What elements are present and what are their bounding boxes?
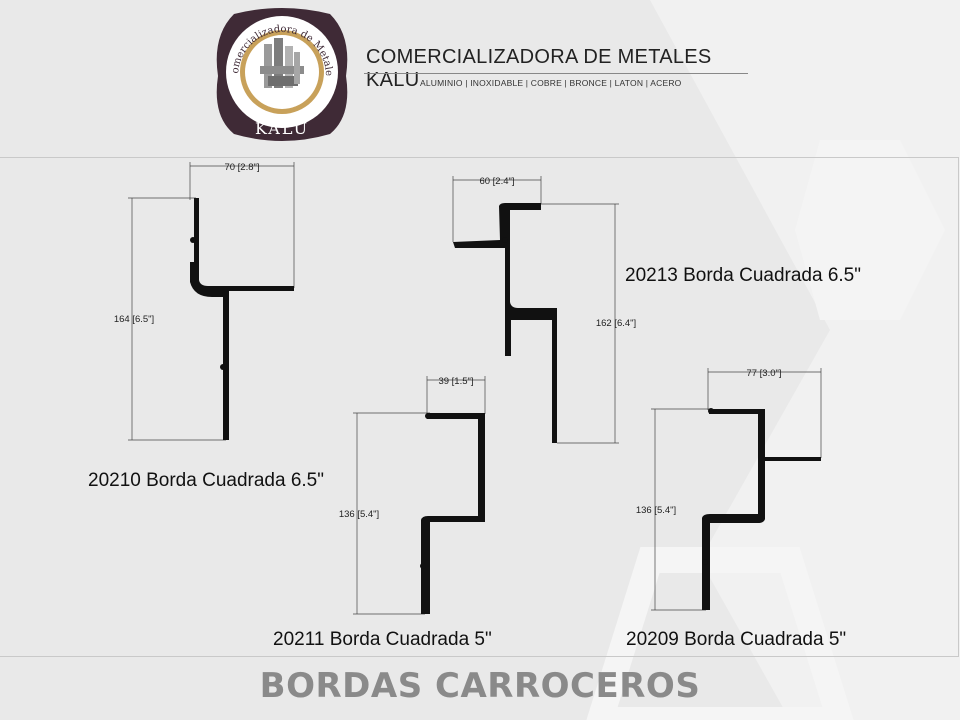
dim-width-20211: 39 [1.5"] (438, 376, 473, 387)
logo-name: KALU (255, 119, 309, 138)
profile-label-20213: 20213 Borda Cuadrada 6.5" (625, 265, 861, 286)
profile-shape-20210 (190, 198, 294, 440)
company-divider (364, 73, 748, 74)
dim-height-20213: 162 [6.4"] (596, 318, 636, 329)
profile-shape-20211 (421, 413, 485, 614)
company-name: COMERCIALIZADORA DE METALES KALU (366, 46, 712, 91)
profiles-panel (0, 157, 959, 657)
profile-shape-20209 (702, 409, 821, 610)
dim-width-20209: 77 [3.0"] (746, 368, 781, 379)
dim-width-20210: 70 [2.8"] (224, 162, 259, 173)
metal-bars-icon (260, 38, 304, 88)
profile-label-20210: 20210 Borda Cuadrada 6.5" (88, 470, 324, 491)
profile-shape-20213 (453, 203, 557, 443)
kalu-logo: Comercializadora de Metales KALU (212, 6, 348, 141)
profile-label-20211: 20211 Borda Cuadrada 5" (273, 629, 492, 650)
profile-label-20209: 20209 Borda Cuadrada 5" (626, 629, 847, 650)
dim-height-20210: 164 [6.5"] (114, 314, 154, 325)
footer-title: BORDAS CARROCEROS (259, 666, 701, 706)
company-materials: ALUMINIO | INOXIDABLE | COBRE | BRONCE |… (420, 78, 682, 88)
header: Comercializadora de Metales KALU COMERCI… (0, 0, 960, 150)
dim-width-20213: 60 [2.4"] (479, 176, 514, 187)
dim-height-20211: 136 [5.4"] (339, 509, 379, 520)
dim-height-20209: 136 [5.4"] (636, 505, 676, 516)
